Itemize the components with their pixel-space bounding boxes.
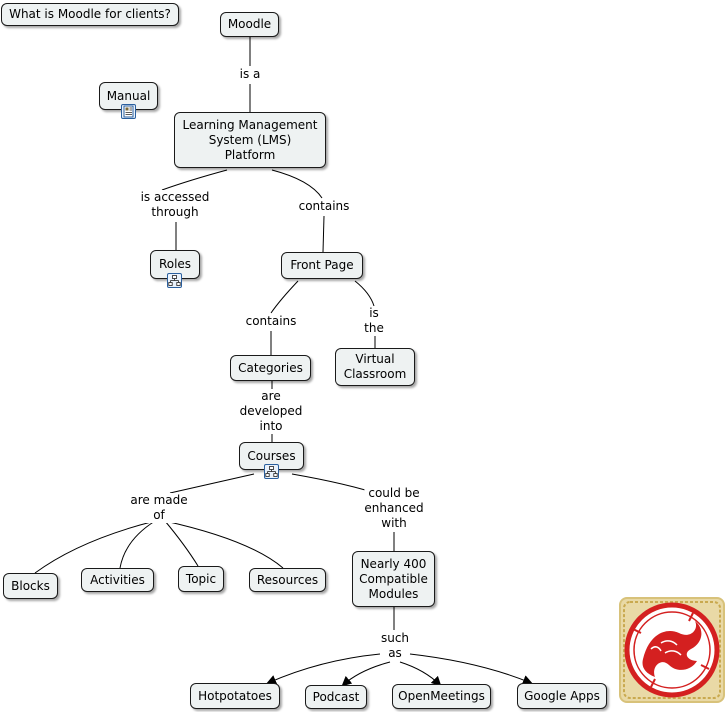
submap-icon <box>265 466 278 477</box>
node-hotpotatoes[interactable]: Hotpotatoes <box>190 683 280 709</box>
node-activities[interactable]: Activities <box>81 568 154 592</box>
link-label-such-as: such as <box>380 631 410 661</box>
node-podcast[interactable]: Podcast <box>305 685 367 709</box>
courses-submap-icon[interactable] <box>264 464 279 479</box>
node-categories[interactable]: Categories <box>230 355 311 381</box>
link-label-contains-categories: contains <box>245 314 297 329</box>
submap-icon <box>168 275 181 286</box>
node-resources[interactable]: Resources <box>249 568 326 592</box>
link-label-contains-front-page: contains <box>298 199 350 214</box>
dragon-seal-icon <box>619 597 725 703</box>
node-manual[interactable]: Manual <box>99 82 158 110</box>
node-google-apps[interactable]: Google Apps <box>517 683 607 709</box>
node-virtual-classroom[interactable]: Virtual Classroom <box>335 348 415 386</box>
link-label-accessed-through: is accessed through <box>140 190 210 220</box>
link-label-developed-into: are developed into <box>239 389 303 434</box>
node-compatible-modules[interactable]: Nearly 400 Compatible Modules <box>352 551 435 607</box>
link-label-enhanced-with: could be enhanced with <box>364 486 424 531</box>
node-front-page[interactable]: Front Page <box>281 252 363 279</box>
link-label-is-the: is the <box>364 306 384 336</box>
node-lms-platform[interactable]: Learning Management System (LMS) Platfor… <box>174 112 326 168</box>
node-openmeetings[interactable]: OpenMeetings <box>392 684 491 709</box>
node-moodle[interactable]: Moodle <box>220 12 279 37</box>
map-title: What is Moodle for clients? <box>1 3 179 26</box>
node-blocks[interactable]: Blocks <box>3 573 58 599</box>
node-topic[interactable]: Topic <box>178 566 224 592</box>
roles-submap-icon[interactable] <box>167 273 182 288</box>
manual-document-icon[interactable] <box>121 104 136 119</box>
link-label-made-of: are made of <box>130 493 188 523</box>
link-label-is-a: is a <box>239 67 261 82</box>
document-icon <box>123 105 134 118</box>
